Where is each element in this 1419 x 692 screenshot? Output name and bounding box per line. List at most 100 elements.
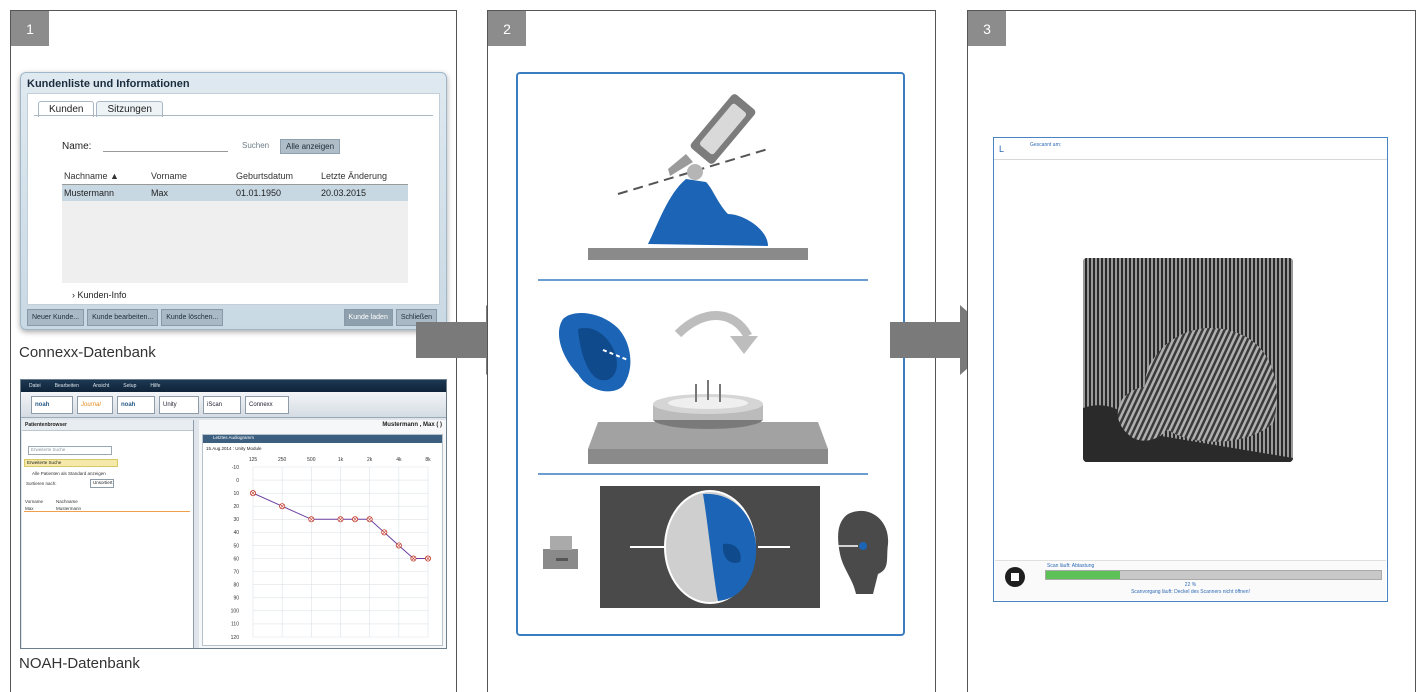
show-all-checkbox[interactable]: Alle Patienten als Standard anzeigen bbox=[32, 471, 106, 476]
menu-item[interactable]: Hilfe bbox=[150, 383, 161, 389]
tab-sitzungen[interactable]: Sitzungen bbox=[96, 101, 163, 117]
panel-connexx-noah: 1 Kundenliste und Informationen Kunden S… bbox=[10, 10, 457, 692]
noah-caption: NOAH-Datenbank bbox=[19, 655, 140, 672]
menu-item[interactable]: Bearbeiten bbox=[54, 383, 79, 389]
module-button[interactable]: Journal bbox=[77, 395, 113, 414]
menu-item[interactable]: Datei bbox=[29, 383, 41, 389]
y-tick-label: 50 bbox=[233, 543, 239, 549]
column-header[interactable]: Nachname bbox=[56, 499, 78, 504]
scan-steps-illustration bbox=[538, 94, 889, 608]
table-row[interactable] bbox=[24, 505, 190, 512]
sort-select[interactable]: Unsortiert bbox=[90, 479, 114, 488]
data-point-mark bbox=[353, 517, 357, 522]
window-title: Kundenliste und Informationen bbox=[27, 78, 190, 90]
ear-impression-icon bbox=[648, 164, 768, 246]
menu-item[interactable]: Ansicht bbox=[92, 383, 110, 389]
show-all-button[interactable]: Alle anzeigen bbox=[280, 139, 341, 154]
customer-table: Nachname ▲ Vorname Geburtsdatum Letzte Ä… bbox=[62, 168, 408, 283]
scan-status-area: Scan läuft: Abtastung 22 % Scanvorgang l… bbox=[995, 560, 1386, 600]
search-button[interactable]: Suchen bbox=[242, 141, 270, 150]
table-cell: Max bbox=[150, 188, 168, 198]
connexx-body: Kunden Sitzungen Name: Suchen Alle anzei… bbox=[27, 93, 440, 305]
data-point-mark bbox=[426, 556, 430, 561]
table-cell: 01.01.1950 bbox=[235, 188, 282, 198]
x-tick-label: 1k bbox=[338, 457, 344, 463]
scanner-window: L Gescannt am: bbox=[993, 137, 1388, 602]
y-tick-label: 70 bbox=[233, 569, 239, 575]
data-point-mark bbox=[397, 543, 401, 548]
step-badge: 1 bbox=[11, 11, 49, 46]
module-button[interactable]: iScan bbox=[203, 395, 241, 414]
scanner-platform-icon bbox=[588, 380, 828, 464]
table-cell: Mustermann bbox=[64, 188, 115, 198]
y-tick-label: 20 bbox=[233, 504, 239, 510]
x-tick-label: 250 bbox=[278, 457, 287, 463]
y-tick-label: 10 bbox=[233, 491, 239, 497]
progress-percent: 22 % bbox=[1184, 582, 1197, 588]
module-button[interactable]: Connexx bbox=[245, 395, 289, 414]
extended-search[interactable]: Erweiterte Suche bbox=[24, 459, 118, 467]
column-header[interactable]: Vorname bbox=[150, 171, 188, 181]
y-tick-label: 100 bbox=[231, 609, 240, 615]
menu-item[interactable]: Setup bbox=[123, 383, 137, 389]
delete-customer-button[interactable]: Kunde löschen... bbox=[161, 309, 224, 326]
patient-name: Mustermann , Max ( ) bbox=[382, 422, 442, 428]
table-cell: Mustermann bbox=[56, 506, 82, 511]
data-point-mark bbox=[367, 517, 372, 522]
audiogram-pane: Mustermann , Max ( ) Letztes Audiogramm … bbox=[199, 420, 446, 648]
noah-window: Datei Bearbeiten Ansicht Setup Hilfe noa… bbox=[20, 379, 447, 649]
column-header[interactable]: Letzte Änderung bbox=[320, 171, 388, 181]
x-tick-label: 500 bbox=[307, 457, 316, 463]
patient-browser-title: Patientenbrowser bbox=[22, 420, 193, 431]
ear-mold-icon bbox=[558, 312, 631, 392]
y-tick-label: 30 bbox=[233, 517, 239, 523]
module-button[interactable]: Unity bbox=[159, 395, 199, 414]
scanner-header: L Gescannt am: bbox=[994, 138, 1387, 160]
load-customer-button[interactable]: Kunde laden bbox=[343, 309, 393, 326]
column-header[interactable]: Vorname bbox=[25, 499, 44, 504]
audiogram-box: Letztes Audiogramm 15.Aug.2014 : Unity M… bbox=[202, 434, 443, 646]
audiogram-date: 15.Aug.2014 : Unity Module bbox=[206, 446, 262, 451]
menu-bar: Datei Bearbeiten Ansicht Setup Hilfe bbox=[21, 380, 446, 392]
patient-browser: Patientenbrowser Erweiterte Suche Erweit… bbox=[22, 420, 194, 648]
tab-kunden[interactable]: Kunden bbox=[38, 101, 95, 117]
y-tick-label: 80 bbox=[233, 582, 239, 588]
edit-customer-button[interactable]: Kunde bearbeiten... bbox=[87, 309, 159, 326]
stop-icon[interactable] bbox=[1005, 567, 1025, 587]
data-point-mark bbox=[309, 517, 314, 522]
table-row[interactable]: Mustermann Max 01.01.1950 20.03.2015 bbox=[62, 185, 408, 201]
y-tick-label: 0 bbox=[236, 478, 239, 484]
data-point-mark bbox=[251, 491, 255, 495]
customer-info-toggle[interactable]: › Kunden-Info bbox=[72, 290, 127, 300]
y-tick-label: 120 bbox=[231, 635, 240, 641]
cutter-icon bbox=[668, 94, 756, 176]
module-button[interactable]: noah bbox=[117, 395, 155, 414]
step-badge: 2 bbox=[488, 11, 526, 46]
scan-status: Scan läuft: Abtastung bbox=[1047, 563, 1095, 569]
sort-label: Sortieren nach: bbox=[26, 481, 57, 486]
table-header: Nachname ▲ Vorname Geburtsdatum Letzte Ä… bbox=[62, 168, 408, 185]
column-header[interactable]: Geburtsdatum bbox=[235, 171, 294, 181]
y-tick-label: 110 bbox=[231, 622, 239, 628]
search-input[interactable]: Erweiterte Suche bbox=[28, 446, 112, 455]
connexx-caption: Connexx-Datenbank bbox=[19, 344, 156, 361]
scan-warning: Scanvorgang läuft: Deckel des Scanners n… bbox=[1131, 589, 1250, 595]
audiogram-line bbox=[252, 492, 428, 560]
x-tick-label: 8k bbox=[425, 457, 431, 463]
printer-icon bbox=[543, 536, 578, 569]
panel-scanner: 3 L Gescannt am: bbox=[967, 10, 1416, 692]
ear-side-label: L bbox=[999, 144, 1005, 154]
x-tick-label: 2k bbox=[367, 457, 373, 463]
new-customer-button[interactable]: Neuer Kunde... bbox=[27, 309, 85, 326]
module-button[interactable]: noah bbox=[31, 395, 73, 414]
name-input[interactable] bbox=[103, 151, 228, 152]
connexx-window: Kundenliste und Informationen Kunden Sit… bbox=[20, 72, 447, 330]
module-toolbar: noah Journal noah Unity iScan Connexx bbox=[21, 392, 446, 418]
data-point-mark bbox=[411, 556, 416, 561]
y-tick-label: 40 bbox=[233, 530, 239, 536]
column-header[interactable]: Nachname ▲ bbox=[64, 171, 119, 181]
x-tick-label: 4k bbox=[396, 457, 402, 463]
scan-progress-bar bbox=[1045, 570, 1382, 580]
audiogram-title: Letztes Audiogramm bbox=[203, 435, 442, 443]
